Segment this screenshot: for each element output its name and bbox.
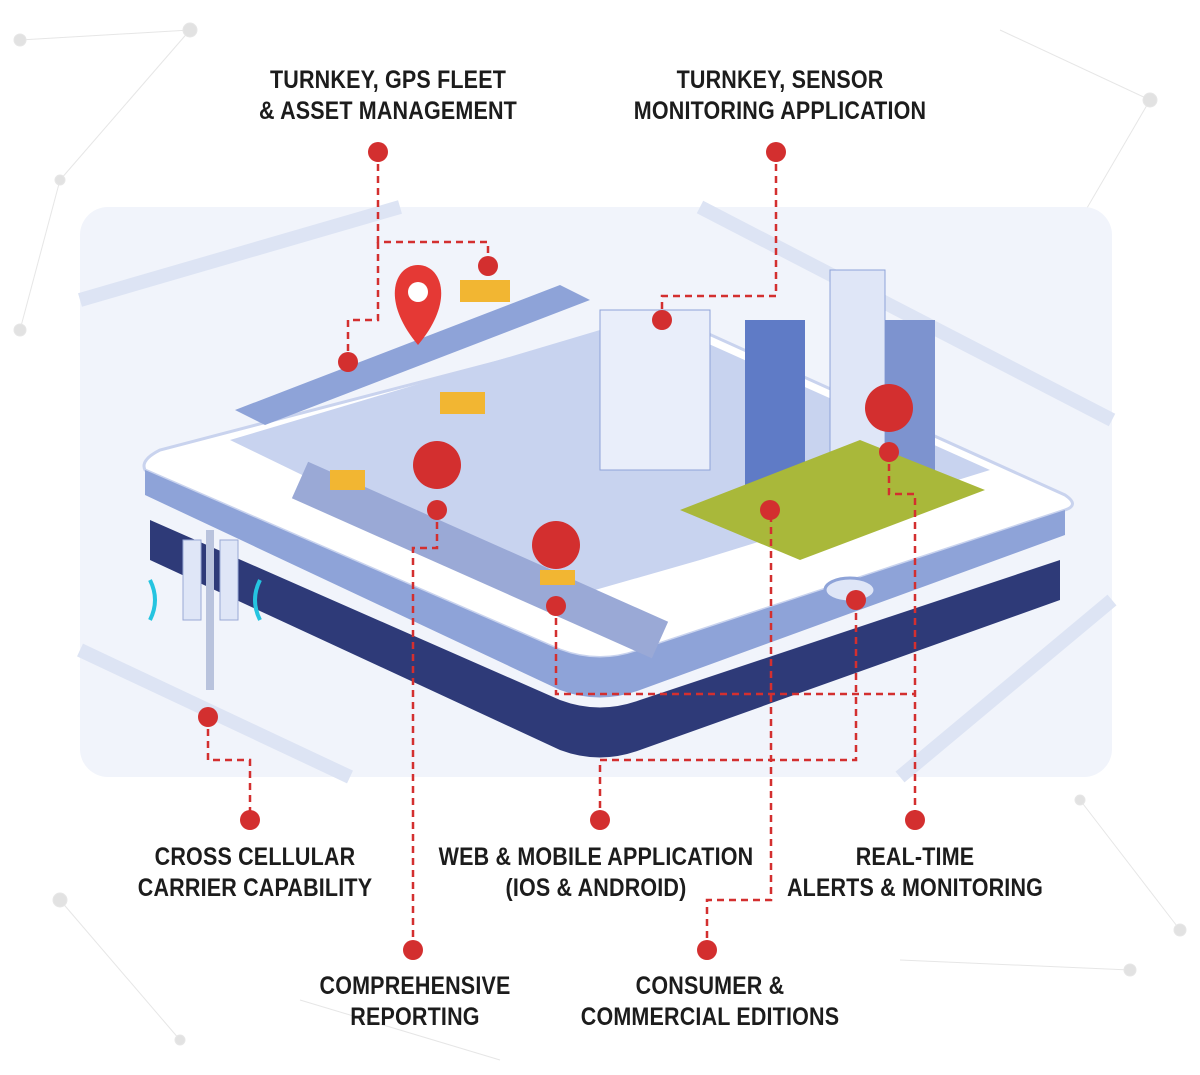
label-line: REPORTING: [350, 1003, 480, 1031]
label-line: ALERTS & MONITORING: [786, 874, 1044, 902]
feature-label-reporting: COMPREHENSIVE REPORTING: [319, 971, 510, 1033]
label-line: MONITORING APPLICATION: [633, 97, 927, 125]
label-line: CARRIER CAPABILITY: [137, 874, 373, 902]
label-line: COMPREHENSIVE: [319, 972, 511, 1000]
feature-label-editions: CONSUMER & COMMERCIAL EDITIONS: [581, 971, 839, 1033]
label-line: CONSUMER &: [635, 972, 785, 1000]
feature-label-real-time-alerts: REAL-TIME ALERTS & MONITORING: [787, 842, 1043, 904]
feature-label-cross-cellular: CROSS CELLULAR CARRIER CAPABILITY: [138, 842, 372, 904]
connector-lines: [206, 152, 917, 950]
feature-label-web-mobile: WEB & MOBILE APPLICATION (IOS & ANDROID): [439, 842, 754, 904]
label-line: WEB & MOBILE APPLICATION: [438, 843, 754, 871]
label-line: CROSS CELLULAR: [154, 843, 356, 871]
tablet-illustration: [142, 265, 1074, 758]
label-line: COMMERCIAL EDITIONS: [580, 1003, 840, 1031]
label-line: TURNKEY, GPS FLEET: [269, 66, 507, 94]
connector-dots: [198, 142, 925, 960]
label-line: REAL-TIME: [855, 843, 975, 871]
feature-label-sensor-monitoring: TURNKEY, SENSOR MONITORING APPLICATION: [634, 65, 926, 127]
label-line: TURNKEY, SENSOR: [676, 66, 884, 94]
label-line: & ASSET MANAGEMENT: [259, 97, 517, 125]
feature-label-gps-fleet: TURNKEY, GPS FLEET & ASSET MANAGEMENT: [259, 65, 517, 127]
label-line: (IOS & ANDROID): [505, 874, 687, 902]
